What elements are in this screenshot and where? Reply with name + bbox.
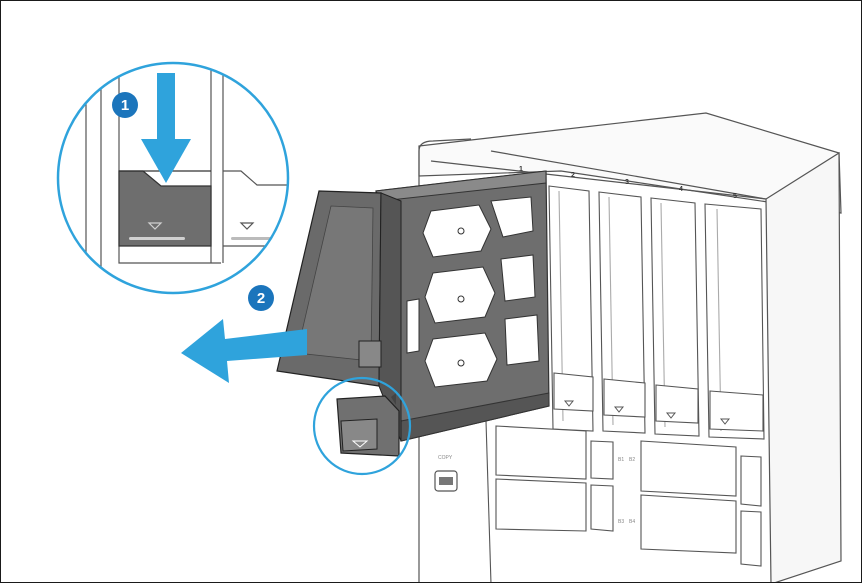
pull-out-arrow	[181, 319, 307, 383]
bay-label: 4	[679, 186, 683, 193]
press-down-arrow	[141, 73, 191, 183]
bay-label: 1	[519, 166, 523, 173]
step-number: 2	[257, 290, 265, 307]
zoom-inset	[56, 61, 290, 295]
m2-label: B3	[618, 519, 624, 525]
copy-button-label: COPY	[438, 455, 453, 461]
zoom-inset-border	[56, 61, 290, 295]
step-badge-1: 1	[112, 92, 138, 118]
bay-label: 3	[625, 179, 629, 186]
bay-label: 5	[733, 193, 737, 200]
step-badge-2: 2	[248, 285, 274, 311]
drive-tray[interactable]	[375, 170, 550, 442]
m2-slot-labels: B1 B2 B3 B4	[618, 457, 635, 525]
bay-label: 2	[571, 172, 575, 179]
lower-drive-slots	[485, 420, 762, 582]
drive-bays	[548, 185, 765, 440]
usb-port-inner	[439, 477, 453, 485]
bay-number-labels: 1 2 3 4 5	[519, 166, 737, 200]
m2-label: B1	[618, 457, 624, 463]
step-number: 1	[121, 97, 129, 114]
m2-label: B2	[629, 457, 635, 463]
bay-latch-triangles	[563, 400, 731, 425]
m2-label: B4	[629, 519, 635, 525]
drive-bay[interactable]	[650, 197, 700, 437]
tray-release-latch[interactable]	[336, 393, 400, 457]
latch-highlight-circle	[312, 376, 412, 476]
